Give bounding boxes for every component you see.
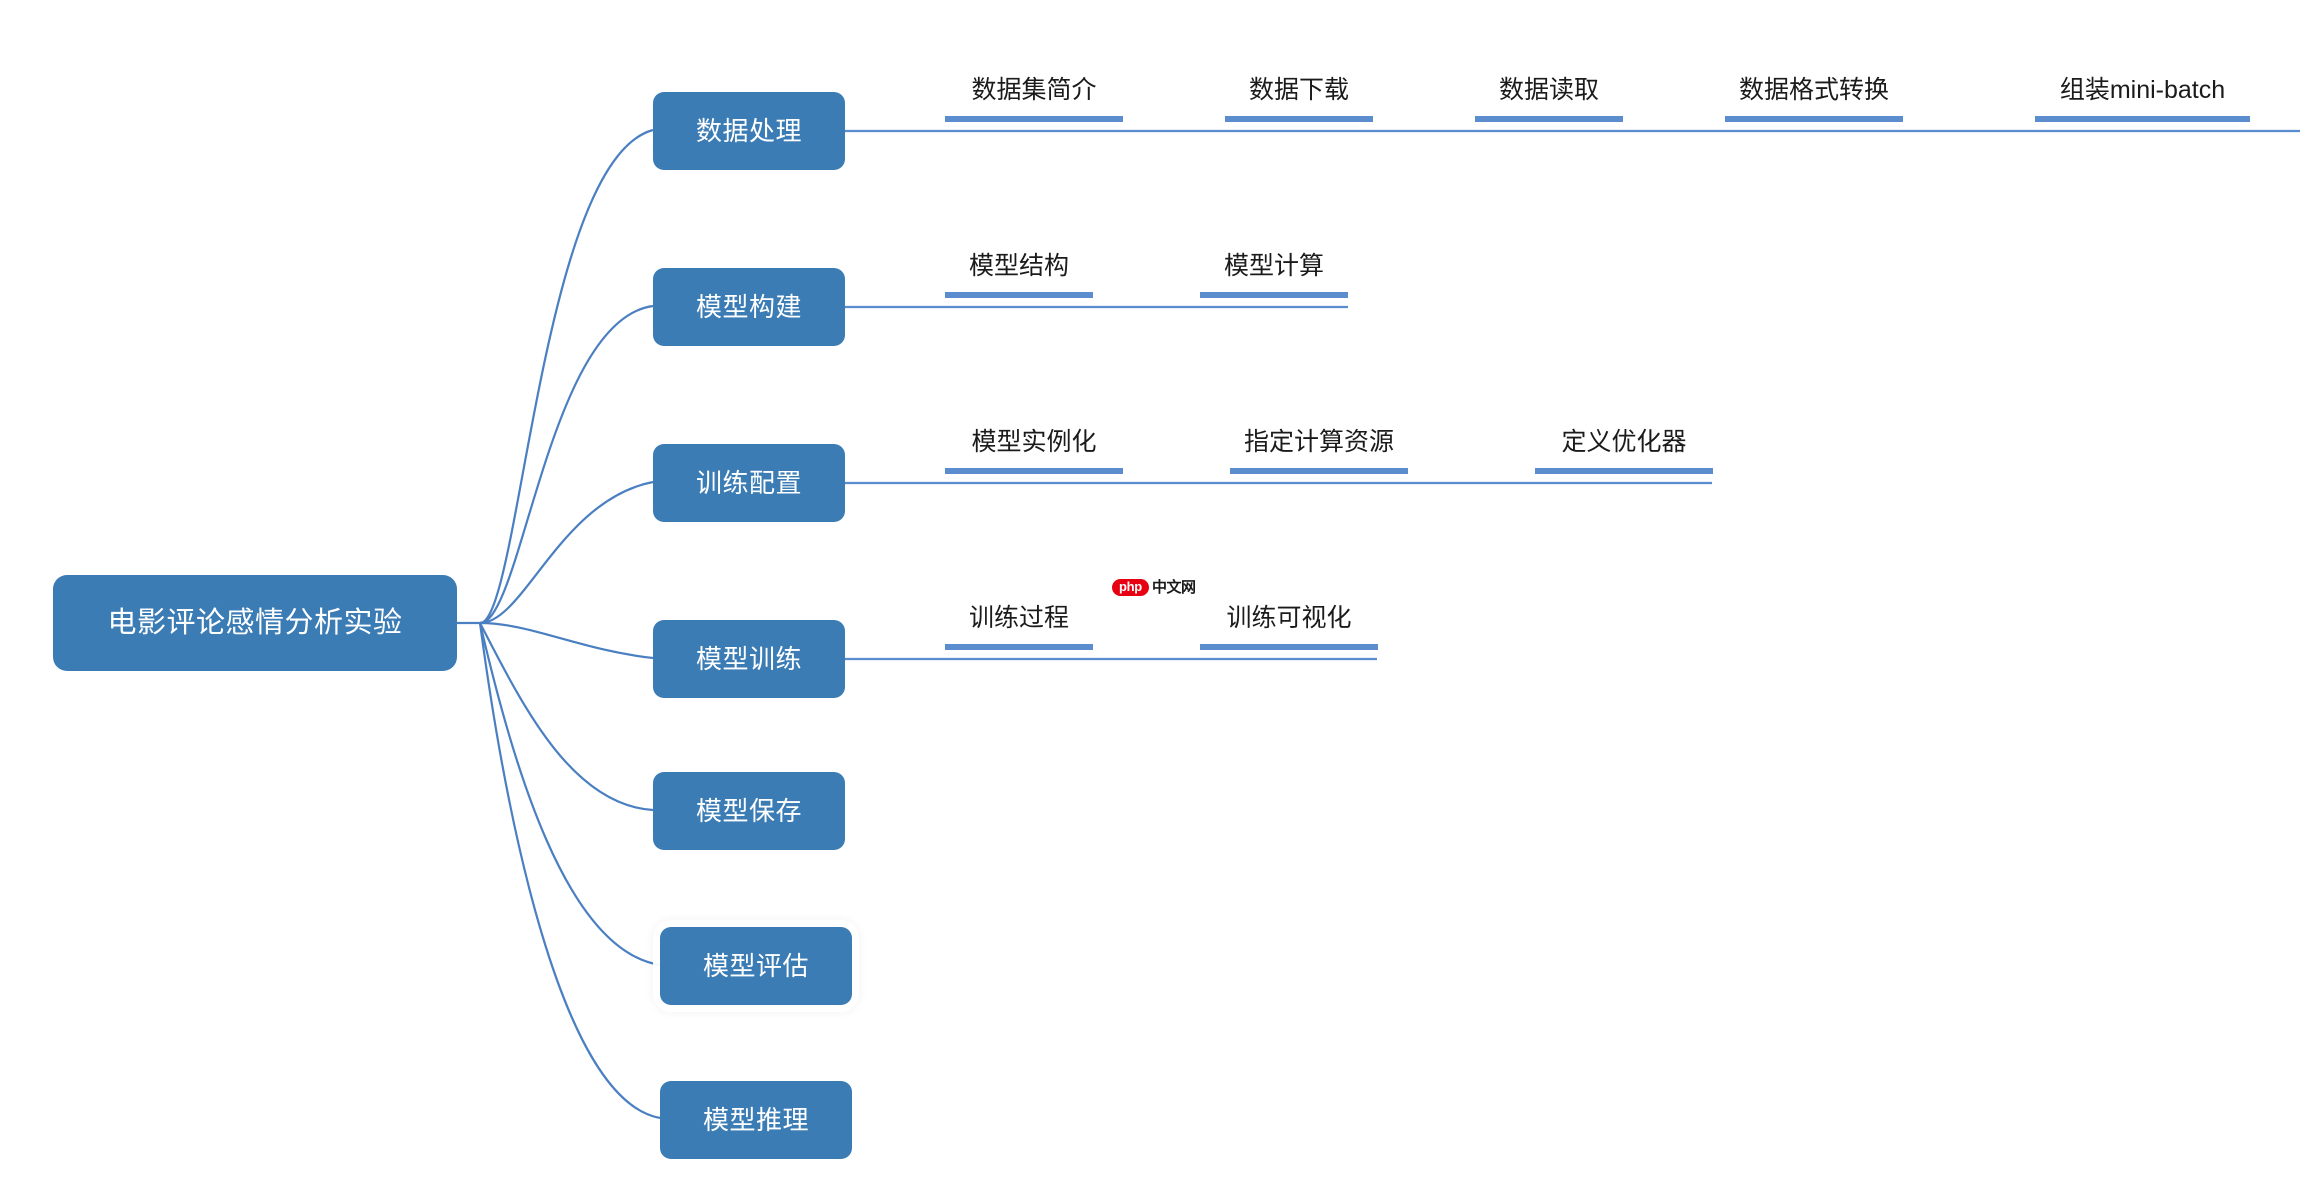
leaf-underline: [1230, 468, 1408, 474]
leaf-label: 数据下载: [1248, 76, 1349, 104]
leaf-label: 模型结构: [968, 252, 1069, 280]
leaf-label: 组装mini-batch: [2059, 76, 2226, 104]
leaf-node-data-format-conversion[interactable]: 数据格式转换: [1725, 78, 1903, 122]
branch-node-label: 模型评估: [702, 951, 809, 981]
leaf-node-training-process[interactable]: 训练过程: [945, 606, 1093, 650]
branch-node-label: 模型构建: [695, 292, 802, 322]
leaf-underline: [945, 644, 1093, 650]
watermark: php 中文网: [1112, 578, 1196, 596]
leaf-label: 指定计算资源: [1243, 428, 1394, 456]
leaf-underline: [2035, 116, 2250, 122]
leaf-underline: [1475, 116, 1623, 122]
leaf-underline: [1200, 644, 1378, 650]
leaf-underline: [1225, 116, 1373, 122]
leaf-node-training-visualization[interactable]: 训练可视化: [1200, 606, 1378, 650]
leaf-node-model-instantiation[interactable]: 模型实例化: [945, 430, 1123, 474]
leaf-label: 数据格式转换: [1738, 76, 1889, 104]
leaf-label: 定义优化器: [1561, 428, 1687, 456]
leaf-node-model-computation[interactable]: 模型计算: [1200, 254, 1348, 298]
edge-to-training-config: [479, 480, 654, 625]
leaf-label: 模型实例化: [971, 428, 1097, 456]
edge-to-model-evaluation: [478, 622, 661, 967]
root-node-label: 电影评论感情分析实验: [107, 606, 403, 639]
watermark-php-badge: php: [1112, 579, 1149, 596]
leaf-node-compute-resources[interactable]: 指定计算资源: [1230, 430, 1408, 474]
edge-to-data-processing: [479, 128, 654, 625]
branch-node-label: 训练配置: [695, 468, 802, 498]
edge-to-model-building: [479, 304, 654, 625]
leaf-label: 训练可视化: [1226, 604, 1352, 632]
leaf-underline: [1200, 292, 1348, 298]
leaf-node-data-reading[interactable]: 数据读取: [1475, 78, 1623, 122]
branch-node-label: 模型推理: [702, 1105, 809, 1135]
branch-node-label: 数据处理: [695, 116, 802, 146]
leaf-label: 训练过程: [968, 604, 1069, 632]
edge-to-model-inference: [478, 622, 661, 1120]
leaf-label: 数据集简介: [971, 76, 1097, 104]
leaf-underline: [945, 292, 1093, 298]
leaf-node-data-download[interactable]: 数据下载: [1225, 78, 1373, 122]
leaf-underline: [945, 116, 1123, 122]
leaf-node-model-structure[interactable]: 模型结构: [945, 254, 1093, 298]
leaf-underline: [1535, 468, 1713, 474]
leaf-underline: [945, 468, 1123, 474]
branch-node-data-processing[interactable]: 数据处理: [653, 92, 845, 170]
branch-node-model-inference[interactable]: 模型推理: [660, 1081, 852, 1159]
edge-to-model-training: [479, 621, 654, 660]
leaf-label: 模型计算: [1223, 252, 1324, 280]
leaf-node-assemble-mini-batch[interactable]: 组装mini-batch: [2035, 78, 2250, 122]
branch-node-model-training[interactable]: 模型训练: [653, 620, 845, 698]
branch-node-model-building[interactable]: 模型构建: [653, 268, 845, 346]
root-node[interactable]: 电影评论感情分析实验: [53, 575, 457, 671]
leaf-underline: [1725, 116, 1903, 122]
branch-node-label: 模型训练: [695, 644, 802, 674]
branch-node-model-saving[interactable]: 模型保存: [653, 772, 845, 850]
edge-to-model-saving: [479, 622, 654, 812]
watermark-suffix-label: 中文网: [1151, 578, 1196, 596]
leaf-node-define-optimizer[interactable]: 定义优化器: [1535, 430, 1713, 474]
branch-node-model-evaluation[interactable]: 模型评估: [660, 927, 852, 1005]
leaf-node-dataset-intro[interactable]: 数据集简介: [945, 78, 1123, 122]
branch-node-label: 模型保存: [695, 796, 802, 826]
branch-node-training-config[interactable]: 训练配置: [653, 444, 845, 522]
leaf-label: 数据读取: [1498, 76, 1599, 104]
